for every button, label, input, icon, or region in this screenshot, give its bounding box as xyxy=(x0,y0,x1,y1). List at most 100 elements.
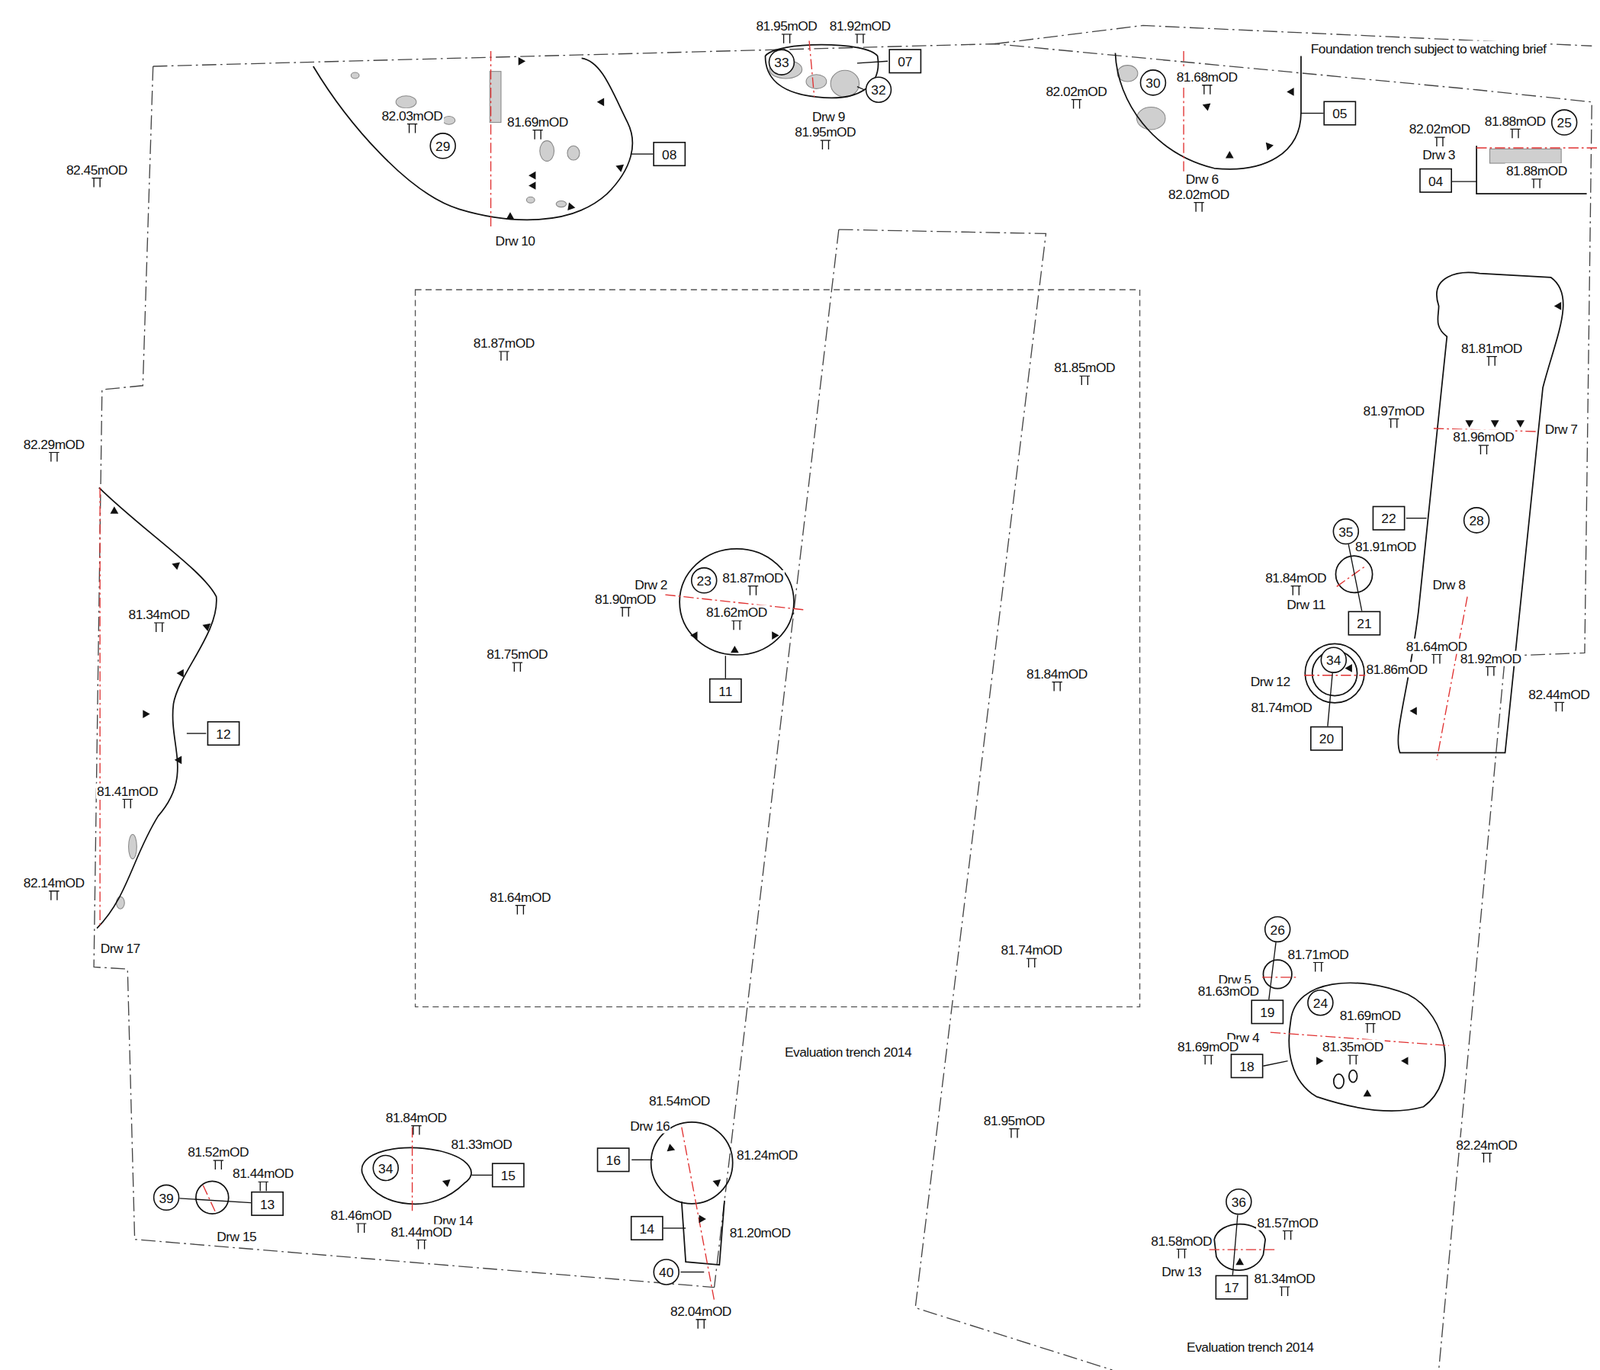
benchmark-symbol xyxy=(1313,962,1324,972)
benchmark-symbol xyxy=(1510,128,1520,139)
circle-outline xyxy=(653,1259,679,1286)
benchmark-symbol xyxy=(1071,99,1082,109)
context-circle: 24 xyxy=(1307,989,1334,1017)
benchmark-symbol xyxy=(154,623,164,633)
feature-number: 33 xyxy=(774,54,789,71)
benchmark-symbol xyxy=(48,452,59,462)
leader-connector xyxy=(1348,544,1362,611)
circle-outline xyxy=(1320,647,1347,673)
circle-outline xyxy=(1140,70,1166,96)
elevation-label: 81.84mOD xyxy=(1025,665,1090,682)
cut-box: 04 xyxy=(1419,168,1453,193)
elevation-label: 82.02mOD xyxy=(1407,121,1472,137)
stones xyxy=(116,60,1562,910)
elevation-label: 81.97mOD xyxy=(1362,402,1426,418)
section-lines xyxy=(99,41,1597,1302)
box-outline xyxy=(1348,611,1380,636)
cut-box: 20 xyxy=(1310,726,1343,752)
benchmark-symbol xyxy=(748,586,759,596)
feature-number: 20 xyxy=(1319,731,1334,747)
drawing-label: Drw 6 xyxy=(1184,170,1219,187)
feature-number: 25 xyxy=(1556,115,1572,131)
drawing-label: Drw 16 xyxy=(629,1118,672,1134)
cut-box: 14 xyxy=(630,1216,664,1241)
cut-box: 11 xyxy=(709,678,743,704)
feature-number: 15 xyxy=(501,1167,516,1183)
elevation-label: 81.75mOD xyxy=(485,646,550,662)
benchmark-symbol xyxy=(122,799,133,809)
benchmark-symbol xyxy=(781,34,792,44)
cut-box: 21 xyxy=(1348,610,1382,636)
benchmark-symbol xyxy=(1079,375,1090,386)
drawing-label: 81.86mOD xyxy=(1365,661,1429,678)
benchmark-symbol xyxy=(411,1125,421,1135)
elevation-label: 81.95mOD xyxy=(793,124,858,140)
site-boundary xyxy=(93,25,1592,1370)
feature-number: 34 xyxy=(378,1160,393,1176)
benchmark-symbol xyxy=(258,1182,269,1192)
elevation-label: 81.90mOD xyxy=(594,591,658,607)
feature-number: 29 xyxy=(435,138,450,154)
circle-outline xyxy=(866,77,892,103)
feature-number: 28 xyxy=(1468,512,1484,528)
cut-box: 13 xyxy=(250,1191,284,1217)
drawing-label: Drw 11 xyxy=(1285,596,1327,612)
benchmark-symbol xyxy=(515,905,526,915)
box-outline xyxy=(631,1217,663,1241)
elevation-label: 82.04mOD xyxy=(669,1303,733,1319)
context-circle: 34 xyxy=(1320,646,1347,674)
benchmark-symbol xyxy=(512,662,523,672)
elevation-label: 81.57mOD xyxy=(1256,1214,1320,1231)
elevation-label: 81.64mOD xyxy=(488,889,553,905)
feature-number: 12 xyxy=(215,726,231,742)
drawing-label: Drw 17 xyxy=(99,940,142,956)
benchmark-symbol xyxy=(1201,85,1212,95)
elevation-label: 82.14mOD xyxy=(22,874,86,890)
elevation-label: 81.44mOD xyxy=(231,1166,296,1182)
benchmark-symbol xyxy=(1531,179,1542,189)
benchmark-symbols xyxy=(48,34,1565,1330)
drawing-label: Drw 10 xyxy=(494,233,537,249)
drawing-label: 81.91mOD xyxy=(1354,538,1418,554)
elevation-label: 81.85mOD xyxy=(1053,359,1117,376)
feature-number: 19 xyxy=(1259,1004,1275,1020)
benchmark-symbol xyxy=(1203,1055,1214,1065)
feature-number: 22 xyxy=(1381,510,1396,527)
context-circle: 35 xyxy=(1332,518,1360,546)
benchmark-symbol xyxy=(356,1224,367,1234)
benchmark-symbol xyxy=(1486,356,1497,367)
box-outline xyxy=(889,49,921,74)
elevation-label: 82.29mOD xyxy=(22,436,86,452)
context-circle: 23 xyxy=(690,567,718,595)
context-circle: 36 xyxy=(1225,1188,1253,1216)
cut-box: 07 xyxy=(888,48,922,74)
feature-number: 21 xyxy=(1356,615,1372,631)
benchmark-symbol xyxy=(1279,1287,1290,1297)
benchmark-symbol xyxy=(91,177,102,187)
elevation-label: 81.68mOD xyxy=(1175,68,1239,84)
elevation-label: 81.95mOD xyxy=(755,17,819,33)
box-outline xyxy=(1310,726,1343,751)
drawing-label: Evaluation trench 2014 xyxy=(783,1044,913,1060)
elevation-label: 81.69mOD xyxy=(1176,1039,1241,1055)
elevation-label: 81.46mOD xyxy=(329,1208,393,1224)
context-circle: 29 xyxy=(429,132,457,160)
box-outline xyxy=(710,679,742,704)
feature-number: 26 xyxy=(1270,922,1286,938)
benchmark-symbol xyxy=(213,1160,224,1170)
cut-box: 08 xyxy=(652,141,686,167)
benchmark-symbol xyxy=(1485,666,1496,676)
drawing-label: Drw 7 xyxy=(1543,420,1578,437)
elevation-label: 81.92mOD xyxy=(1458,650,1523,666)
benchmark-symbol xyxy=(1348,1055,1359,1065)
elevation-label: 82.03mOD xyxy=(380,107,444,123)
feature-number: 04 xyxy=(1428,173,1443,189)
context-circle: 25 xyxy=(1551,109,1578,136)
elevation-label: 81.87mOD xyxy=(721,569,785,585)
drawing-label: 81.54mOD xyxy=(648,1093,712,1109)
elevation-label: 82.45mOD xyxy=(65,161,129,177)
circle-outline xyxy=(1333,519,1359,545)
elevation-label: 81.81mOD xyxy=(1460,340,1524,356)
